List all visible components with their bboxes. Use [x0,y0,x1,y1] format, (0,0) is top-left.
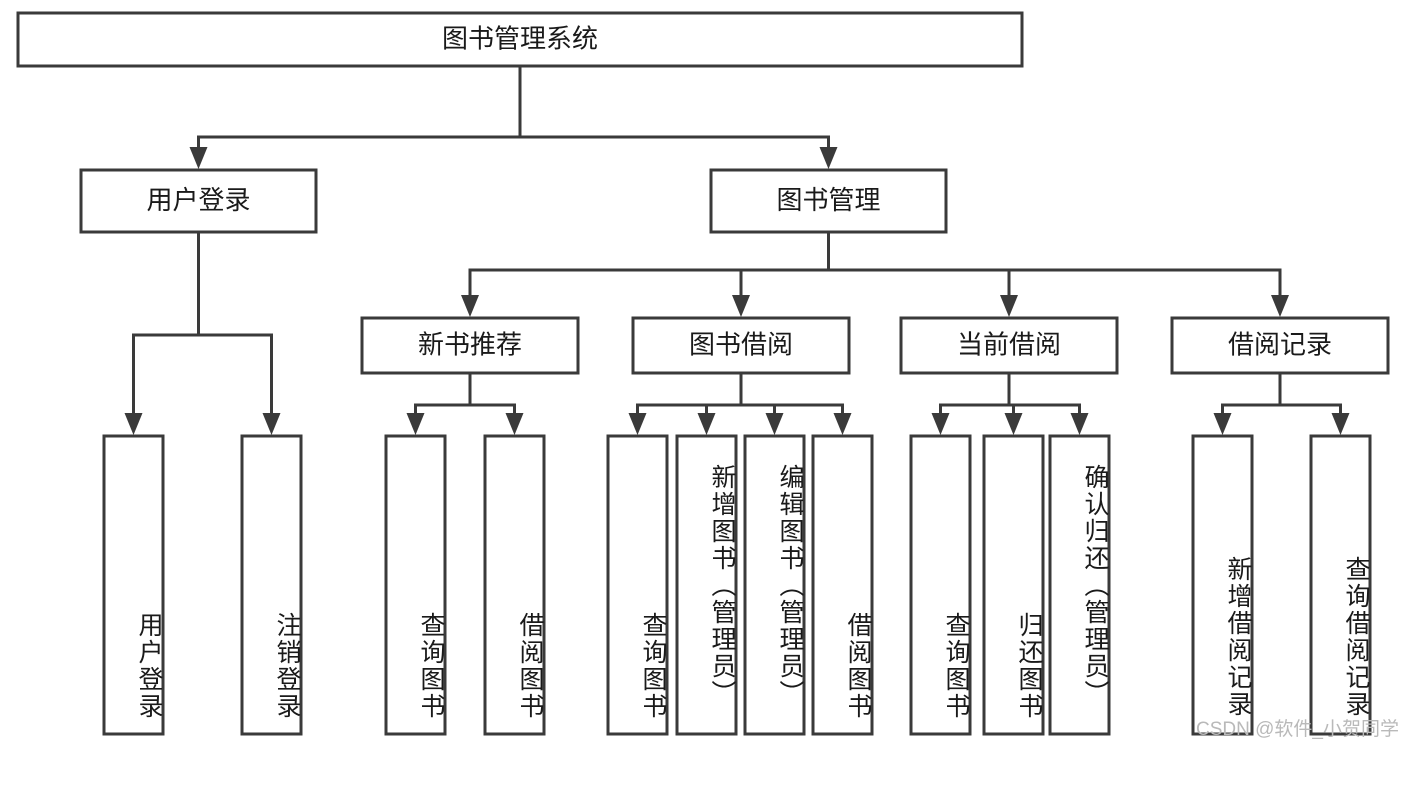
node-level2-0[interactable] [79,168,318,234]
node-level3-3[interactable] [1170,316,1390,375]
watermark-text: CSDN @软件_小贺同学 [1196,719,1399,740]
node-box-layer [16,11,1390,736]
diagram-root: 图书管理系统用户登录图书管理新书推荐图书借阅当前借阅借阅记录 用户登录注销登录查… [16,11,1399,740]
node-level3-0[interactable] [360,316,580,375]
node-root-图书管理系统[interactable] [16,11,1024,68]
node-leaf-4[interactable] [606,434,669,736]
node-leaf-1[interactable] [240,434,303,736]
node-leaf-8[interactable] [909,434,972,736]
node-leaf-0[interactable] [102,434,165,736]
arrow-head-icon [628,413,647,435]
node-label-level2-1: 图书管理 [776,185,880,215]
node-leaf-7[interactable] [811,434,874,736]
arrow-head-icon [124,413,143,435]
arrow-head-icon [1331,413,1350,435]
arrow-head-icon [732,295,750,317]
node-label-level3-3: 借阅记录 [1228,329,1332,359]
node-label-root: 图书管理系统 [442,23,598,53]
node-level3-1[interactable] [631,316,851,375]
node-label-level3-1: 图书借阅 [689,329,793,359]
node-leaf-5[interactable] [675,434,738,736]
node-leaf-3[interactable] [483,434,546,736]
arrow-head-icon [1000,295,1018,317]
node-level2-1[interactable] [709,168,948,234]
arrow-head-icon [189,147,208,169]
arrow-head-icon [1004,413,1023,435]
node-level3-2[interactable] [899,316,1119,375]
node-leaf-11[interactable] [1191,434,1254,736]
arrow-head-icon [819,147,838,169]
arrow-head-icon [765,413,784,435]
arrow-head-icon [1271,295,1289,317]
arrow-head-icon [931,413,950,435]
arrow-head-icon [262,413,281,435]
node-leaf-9[interactable] [982,434,1045,736]
arrow-head-icon [833,413,852,435]
arrow-head-icon [697,413,716,435]
node-leaf-10[interactable] [1048,434,1111,736]
node-leaf-2[interactable] [384,434,447,736]
node-label-level3-0: 新书推荐 [418,329,522,359]
arrow-head-icon [505,413,524,435]
node-label-level3-2: 当前借阅 [957,329,1061,359]
connector-layer [124,64,1350,435]
node-leaf-6[interactable] [743,434,806,736]
arrow-head-icon [406,413,425,435]
node-label-level2-0: 用户登录 [146,185,250,215]
arrow-head-icon [1070,413,1089,435]
arrow-head-icon [461,295,479,317]
arrow-head-icon [1213,413,1232,435]
node-leaf-12[interactable] [1309,434,1372,736]
